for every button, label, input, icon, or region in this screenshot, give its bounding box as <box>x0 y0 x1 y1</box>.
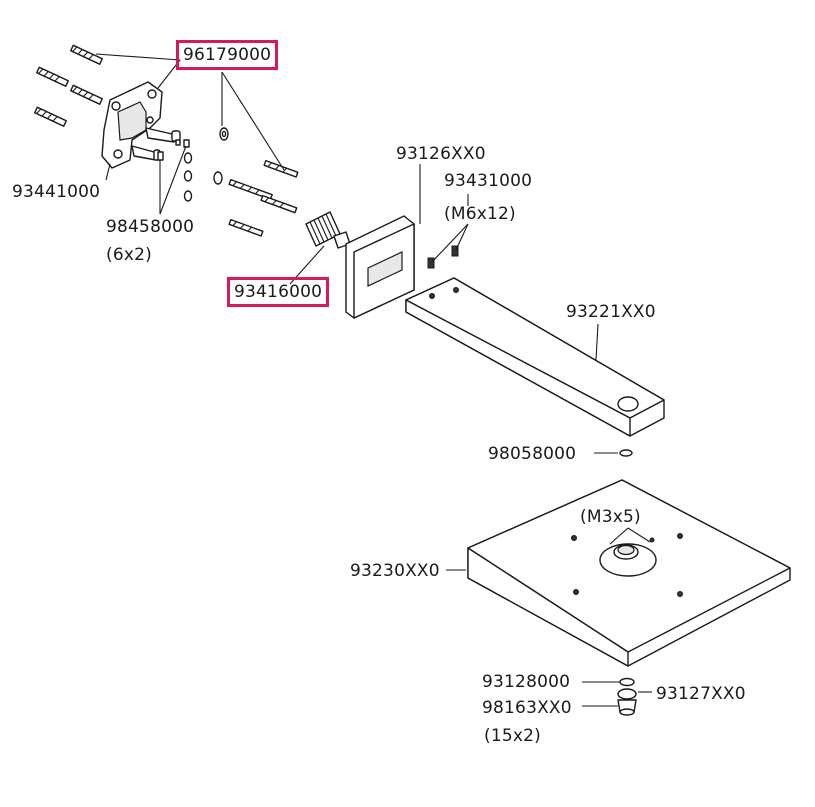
label-ball-joint: 93127XX0 <box>656 684 746 704</box>
label-set-screw: 93431000 <box>444 171 533 191</box>
washer-ring <box>619 449 633 457</box>
set-screws <box>427 245 459 269</box>
shower-head-plate <box>467 479 791 667</box>
label-washer: 98058000 <box>488 444 577 464</box>
label-nozzle-ring: 93128000 <box>482 672 571 692</box>
label-rosette: 93126XX0 <box>396 144 486 164</box>
label-nozzle: 98163XX0 <box>482 698 572 718</box>
rosette-plate <box>345 215 415 319</box>
bracket-small-screws <box>157 139 190 161</box>
label-screw-small: 98458000 <box>106 217 195 237</box>
wall-bracket <box>101 81 181 169</box>
mounting-screws <box>228 159 299 237</box>
label-set-screw-size: (M6x12) <box>444 204 516 224</box>
shower-arm <box>405 277 665 437</box>
label-connector: 93416000 <box>227 277 330 307</box>
ball-joint-parts <box>617 677 637 716</box>
label-screw-set: 96179000 <box>176 40 279 70</box>
wall-anchor-screws <box>34 44 103 127</box>
label-shower-arm: 93221XX0 <box>566 302 656 322</box>
label-nozzle-qty: (15x2) <box>484 726 541 746</box>
label-wall-bracket: 93441000 <box>12 182 101 202</box>
threaded-connector <box>305 211 351 249</box>
label-head-screw-size: (M3x5) <box>580 507 641 527</box>
wall-washers <box>183 127 229 202</box>
label-shower-head: 93230XX0 <box>350 561 440 581</box>
label-screw-small-qty: (6x2) <box>106 245 152 265</box>
